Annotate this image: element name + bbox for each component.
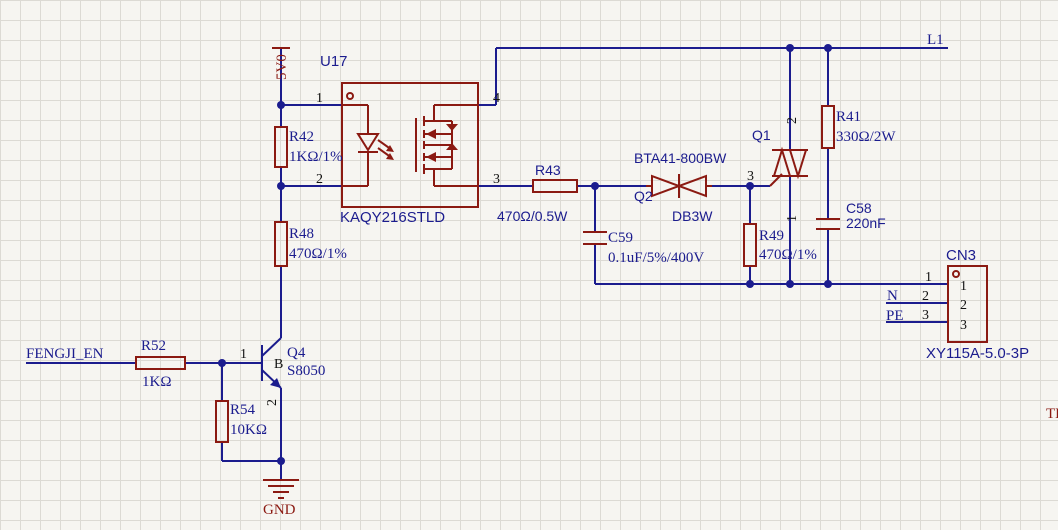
q2-part: DB3W: [672, 208, 713, 224]
r52-resistor: R52 1KΩ: [135, 338, 186, 390]
r49-resistor: R49 470Ω/1%: [743, 223, 817, 267]
r43-value: 470Ω/0.5W: [497, 208, 568, 224]
cn3-part: XY115A-5.0-3P: [926, 345, 1029, 362]
r52-value: 1KΩ: [142, 374, 171, 390]
r48-ref: R48: [289, 226, 314, 242]
cn3-outer-pin3: 3: [922, 308, 929, 323]
cn3-ref: CN3: [946, 247, 976, 264]
u17-ref: U17: [320, 53, 348, 70]
cn3-inner-pin3: 3: [960, 318, 967, 333]
gnd-label: GND: [263, 502, 296, 518]
u17-pin1: 1: [316, 91, 323, 106]
r54-resistor: R54 10KΩ: [215, 400, 267, 443]
net-label-l1: L1: [927, 32, 944, 48]
q2-diac: Q2 DB3W: [634, 174, 713, 224]
net-label-n: N: [887, 288, 898, 304]
q4-pin-b: B: [274, 357, 283, 372]
c58-value: 220nF: [846, 215, 886, 231]
r48-resistor: R48 470Ω/1%: [274, 221, 347, 267]
r43-resistor: R43 470Ω/0.5W: [497, 162, 578, 224]
r52-ref: R52: [141, 338, 166, 354]
u17-pin2: 2: [316, 172, 323, 187]
cn3-inner-pin2: 2: [960, 298, 967, 313]
c59-capacitor: C59 0.1uF/5%/400V: [583, 230, 704, 266]
q4-npn-transistor: 1 B 2 Q4 S8050: [240, 337, 325, 406]
q2-ref: Q2: [634, 188, 653, 204]
r41-value: 330Ω/2W: [836, 129, 896, 145]
power-port-5v0: 5V0: [272, 47, 290, 80]
q1-pin3: 3: [747, 169, 754, 184]
r54-ref: R54: [230, 402, 256, 418]
q1-ref: Q1: [752, 127, 771, 143]
cn3-outer-pin1: 1: [925, 270, 932, 285]
c59-value: 0.1uF/5%/400V: [608, 250, 704, 266]
q4-pin1: 1: [240, 347, 247, 362]
r41-ref: R41: [836, 109, 861, 125]
cn3-inner-pin1: 1: [960, 279, 967, 294]
r48-value: 470Ω/1%: [289, 246, 347, 262]
r43-ref: R43: [535, 162, 561, 178]
u17-pin3: 3: [493, 172, 500, 187]
q4-ref: Q4: [287, 345, 306, 361]
gnd-symbol: GND: [263, 479, 299, 518]
junction-dots: [218, 44, 832, 465]
wires: [26, 47, 948, 480]
q1-pin1: 1: [785, 215, 800, 222]
cn3-outer-pin2: 2: [922, 289, 929, 304]
u17-optomos-relay: 1 2 3 4 U17 KAQY216STLD: [316, 53, 500, 226]
power-5v0-label: 5V0: [274, 54, 290, 80]
r41-resistor: R41 330Ω/2W: [821, 105, 896, 149]
u17-pin4: 4: [493, 91, 500, 106]
edge-fragment-label: TE: [1046, 406, 1058, 422]
net-label-fengji-en: FENGJI_EN: [26, 346, 104, 362]
c58-capacitor: C58 220nF: [816, 200, 886, 231]
r42-ref: R42: [289, 129, 314, 145]
r42-resistor: R42 1KΩ/1%: [274, 126, 343, 168]
cn3-connector: 1 2 3 1 2 3 CN3 XY115A-5.0-3P: [922, 247, 1029, 362]
q4-pin2: 2: [265, 399, 280, 406]
c59-ref: C59: [608, 230, 633, 246]
r49-value: 470Ω/1%: [759, 247, 817, 263]
r49-ref: R49: [759, 228, 784, 244]
r54-value: 10KΩ: [230, 422, 267, 438]
net-label-pe: PE: [886, 308, 904, 324]
c58-ref: C58: [846, 200, 872, 216]
q1-triac: Q1 BTA41-800BW 3 2 1: [634, 117, 808, 222]
q1-part: BTA41-800BW: [634, 150, 727, 166]
q1-pin2: 2: [785, 117, 800, 124]
q4-part: S8050: [287, 363, 325, 379]
u17-part: KAQY216STLD: [340, 209, 445, 226]
r42-value: 1KΩ/1%: [289, 149, 343, 165]
